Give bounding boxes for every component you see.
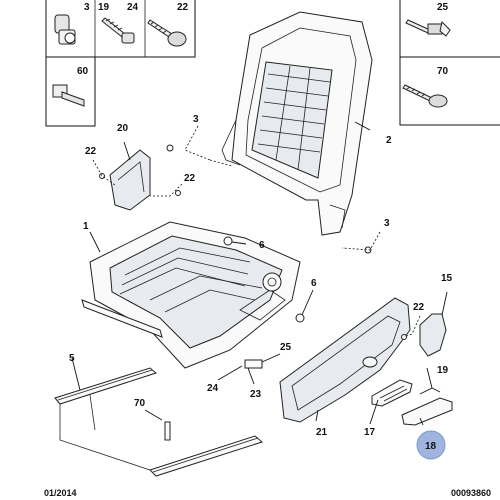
recliner-cover: [419, 313, 447, 357]
part-labels: 1 2 3 3 5 6 6 15 17 18 19 20 21 22 22 22…: [69, 114, 453, 452]
leader-lines: [71, 121, 448, 426]
fastener-inset-table: 3 19 24 22 60: [45, 0, 196, 127]
recline-handle: [401, 397, 453, 426]
back-suspension-mat: [251, 61, 333, 179]
inset-label-24: 24: [127, 2, 139, 13]
label-part-23: 23: [250, 389, 262, 400]
label-part-15: 15: [441, 273, 453, 284]
label-part-3-top: 3: [193, 114, 199, 125]
rivet-icon: [405, 19, 451, 37]
screw-icon: [101, 17, 135, 44]
footer-reference: 00093860: [451, 488, 491, 498]
label-part-22-right: 22: [413, 302, 425, 313]
inset-label-70: 70: [437, 66, 449, 77]
clip-60-icon: [52, 84, 85, 107]
inset-label-25: 25: [437, 2, 449, 13]
footer-date: 01/2014: [44, 488, 77, 498]
seat-base-frame: [81, 221, 301, 369]
label-part-19: 19: [437, 365, 449, 376]
label-part-22-left: 22: [85, 146, 97, 157]
highlight-marker: [416, 430, 446, 460]
label-part-21: 21: [316, 427, 328, 438]
label-part-3-right: 3: [384, 218, 390, 229]
label-part-17: 17: [364, 427, 376, 438]
inset-label-19: 19: [98, 2, 110, 13]
screw-70-icon: [402, 84, 448, 108]
pivot-cover: [109, 149, 151, 211]
clip-nut-icon: [147, 19, 187, 47]
label-part-1: 1: [83, 221, 89, 232]
outer-side-trim: [279, 297, 411, 423]
label-part-20: 20: [117, 123, 129, 134]
inset-label-3: 3: [84, 2, 90, 13]
height-adjust-lever: [371, 379, 413, 407]
inset-label-60: 60: [77, 66, 89, 77]
label-part-2: 2: [386, 135, 392, 146]
seat-rail-left: [81, 299, 163, 338]
label-part-6-top: 6: [259, 240, 265, 251]
seat-back-frame: [221, 11, 373, 236]
rivet-inset-table: 25 70: [399, 0, 500, 126]
label-part-25: 25: [280, 342, 292, 353]
label-part-22-mid: 22: [184, 173, 196, 184]
label-part-5: 5: [69, 353, 75, 364]
label-part-70: 70: [134, 398, 146, 409]
bolt-icon: [54, 14, 76, 45]
label-part-6-lower: 6: [311, 278, 317, 289]
label-part-18: 18: [425, 441, 437, 452]
label-part-24: 24: [207, 383, 219, 394]
seat-slide-rails: [54, 367, 264, 477]
inset-label-22: 22: [177, 2, 189, 13]
